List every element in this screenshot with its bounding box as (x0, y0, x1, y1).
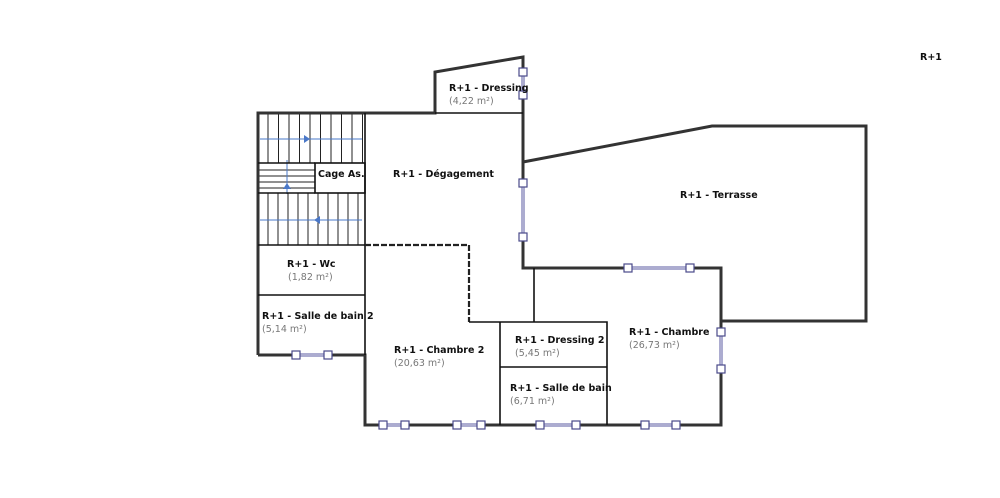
room-area-dressing2: (5,45 m²) (515, 348, 560, 359)
window (535, 420, 581, 430)
arrow-up-icon (283, 183, 291, 189)
arrow-left-icon (314, 216, 320, 224)
window (291, 350, 333, 360)
room-name-terrasse: R+1 - Terrasse (680, 190, 758, 201)
room-name-sdb: R+1 - Salle de bain (510, 383, 612, 394)
window (716, 327, 726, 374)
stair-arrows (260, 135, 362, 224)
arrow-right-icon (304, 135, 310, 143)
room-area-dressing: (4,22 m²) (449, 96, 494, 107)
room-area-chambre: (26,73 m²) (629, 340, 680, 351)
room-name-degagement: R+1 - Dégagement (393, 169, 494, 180)
window (518, 67, 528, 100)
room-area-sdb2: (5,14 m²) (262, 324, 307, 335)
room-name-dressing2: R+1 - Dressing 2 (515, 335, 605, 346)
windows (291, 67, 726, 430)
room-name-dressing: R+1 - Dressing (449, 83, 529, 94)
room-area-chambre2: (20,63 m²) (394, 358, 445, 369)
room-area-sdb: (6,71 m²) (510, 396, 555, 407)
room-name-chambre: R+1 - Chambre (629, 327, 709, 338)
walls (256, 55, 868, 427)
room-area-wc: (1,82 m²) (288, 272, 333, 283)
window (623, 263, 695, 273)
level-label: R+1 (920, 52, 942, 63)
window (452, 420, 486, 430)
room-name-sdb2: R+1 - Salle de bain 2 (262, 311, 374, 322)
room-name-wc: R+1 - Wc (287, 259, 336, 270)
window (640, 420, 681, 430)
window (518, 178, 528, 242)
window (378, 420, 410, 430)
room-name-chambre2: R+1 - Chambre 2 (394, 345, 484, 356)
room-name-cage: Cage As. (318, 169, 365, 180)
